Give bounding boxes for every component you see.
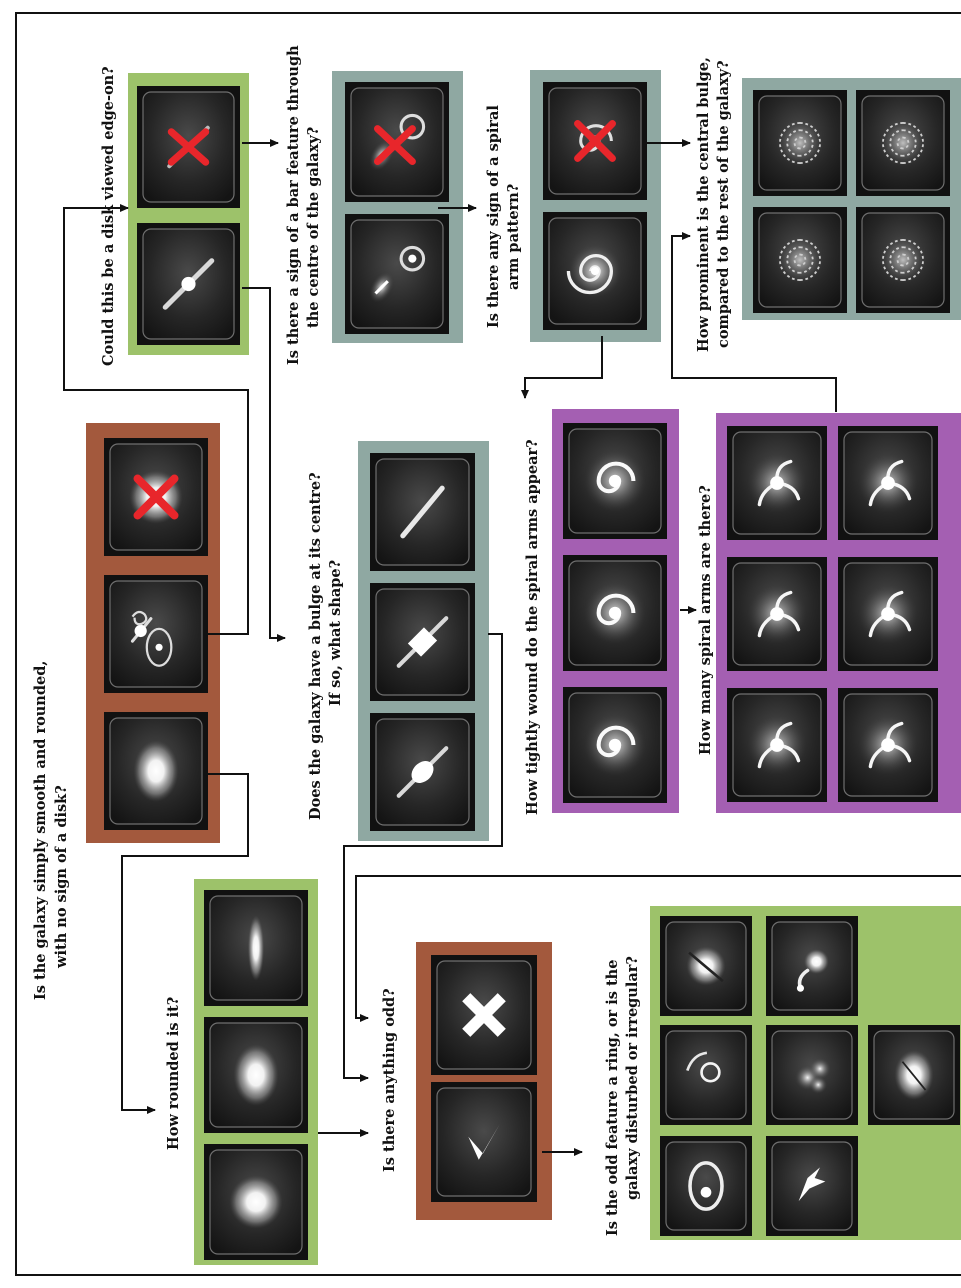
medium-winding-icon[interactable] xyxy=(563,555,667,671)
no-bar-crossed-icon[interactable] xyxy=(345,82,449,202)
question-arm-count: How many spiral arms are there? xyxy=(697,485,714,755)
disturbed-icon[interactable] xyxy=(660,916,752,1016)
completely-round-icon[interactable] xyxy=(204,1144,308,1260)
question-odd-feature-line2: galaxy disturbed or irregular? xyxy=(624,956,641,1200)
panel-bulge-prominence xyxy=(742,78,961,320)
question-odd-feature-line1: Is the odd feature a ring, or is the xyxy=(604,960,621,1236)
three-arms-icon[interactable] xyxy=(727,557,827,671)
question-spiral-line1: Is there any sign of a spiral xyxy=(485,105,502,328)
question-spiral-line2: arm pattern? xyxy=(505,184,522,290)
question-bulge-shape-line2: If so, what shape? xyxy=(327,560,344,706)
no-bulge-edge-on-icon[interactable] xyxy=(370,453,475,571)
lens-arc-icon[interactable] xyxy=(766,1136,858,1236)
panel-roundness xyxy=(194,879,318,1265)
panel-odd-feature xyxy=(650,906,961,1240)
yes-odd-icon[interactable] xyxy=(431,1082,537,1202)
features-or-disk-galaxy-icon[interactable] xyxy=(104,575,208,693)
cant-tell-arms-icon[interactable] xyxy=(838,426,938,540)
bulge-just-noticeable-icon[interactable] xyxy=(753,207,847,313)
other-feature-icon[interactable] xyxy=(766,1025,858,1125)
question-prominence-line1: How prominent is the central bulge, xyxy=(695,57,712,352)
question-roundness: How rounded is it? xyxy=(165,997,182,1150)
two-arms-icon[interactable] xyxy=(838,688,938,802)
edge-on-disk-galaxy-icon[interactable] xyxy=(137,223,240,345)
in-between-round-icon[interactable] xyxy=(204,1017,308,1133)
rounded-bulge-icon[interactable] xyxy=(370,713,475,831)
boxy-bulge-icon[interactable] xyxy=(370,583,475,701)
no-bulge-icon[interactable] xyxy=(856,207,950,313)
smooth-elliptical-galaxy-icon[interactable] xyxy=(104,712,208,830)
panel-spiral xyxy=(530,70,661,342)
arrow-spiral-yes-to-winding xyxy=(525,336,602,398)
ring-icon[interactable] xyxy=(660,1136,752,1236)
panel-smooth xyxy=(86,423,220,843)
four-arms-icon[interactable] xyxy=(838,557,938,671)
tight-winding-icon[interactable] xyxy=(563,687,667,803)
irregular-icon[interactable] xyxy=(868,1025,960,1125)
merger-icon[interactable] xyxy=(766,916,858,1016)
question-prominence-line2: compared to the rest of the galaxy? xyxy=(715,60,732,348)
one-arm-icon[interactable] xyxy=(727,688,827,802)
panel-edge-on xyxy=(128,73,249,355)
question-edge-on: Could this be a disk viewed edge-on? xyxy=(100,66,117,366)
no-odd-icon[interactable] xyxy=(431,955,537,1075)
bulge-obvious-icon[interactable] xyxy=(753,90,847,196)
question-smooth-line2: with no sign of a disk? xyxy=(53,785,70,969)
bulge-dominant-icon[interactable] xyxy=(856,90,950,196)
panel-arm-winding xyxy=(552,409,679,813)
no-spiral-crossed-icon[interactable] xyxy=(543,82,647,200)
loose-winding-icon[interactable] xyxy=(563,423,667,539)
question-arm-winding: How tightly wound do the spiral arms app… xyxy=(524,439,541,815)
question-odd: Is there anything odd? xyxy=(381,988,398,1172)
more-than-four-arms-icon[interactable] xyxy=(727,426,827,540)
barred-galaxy-icon[interactable] xyxy=(345,214,449,334)
dust-lane-icon[interactable] xyxy=(660,1025,752,1125)
panel-arm-count xyxy=(716,413,961,813)
panel-bulge-shape xyxy=(358,441,489,841)
spiral-arms-icon[interactable] xyxy=(543,212,647,330)
question-smooth-line1: Is the galaxy simply smooth and rounded, xyxy=(32,661,49,1000)
not-edge-on-crossed-icon[interactable] xyxy=(137,86,240,208)
question-bar-line2: the centre of the galaxy? xyxy=(305,127,322,328)
star-artifact-crossed-icon[interactable] xyxy=(104,438,208,556)
cigar-shaped-icon[interactable] xyxy=(204,890,308,1006)
question-bar-line1: Is there a sign of a bar feature through xyxy=(285,45,302,365)
question-bulge-shape-line1: Does the galaxy have a bulge at its cent… xyxy=(307,472,324,820)
panel-odd xyxy=(416,942,552,1220)
